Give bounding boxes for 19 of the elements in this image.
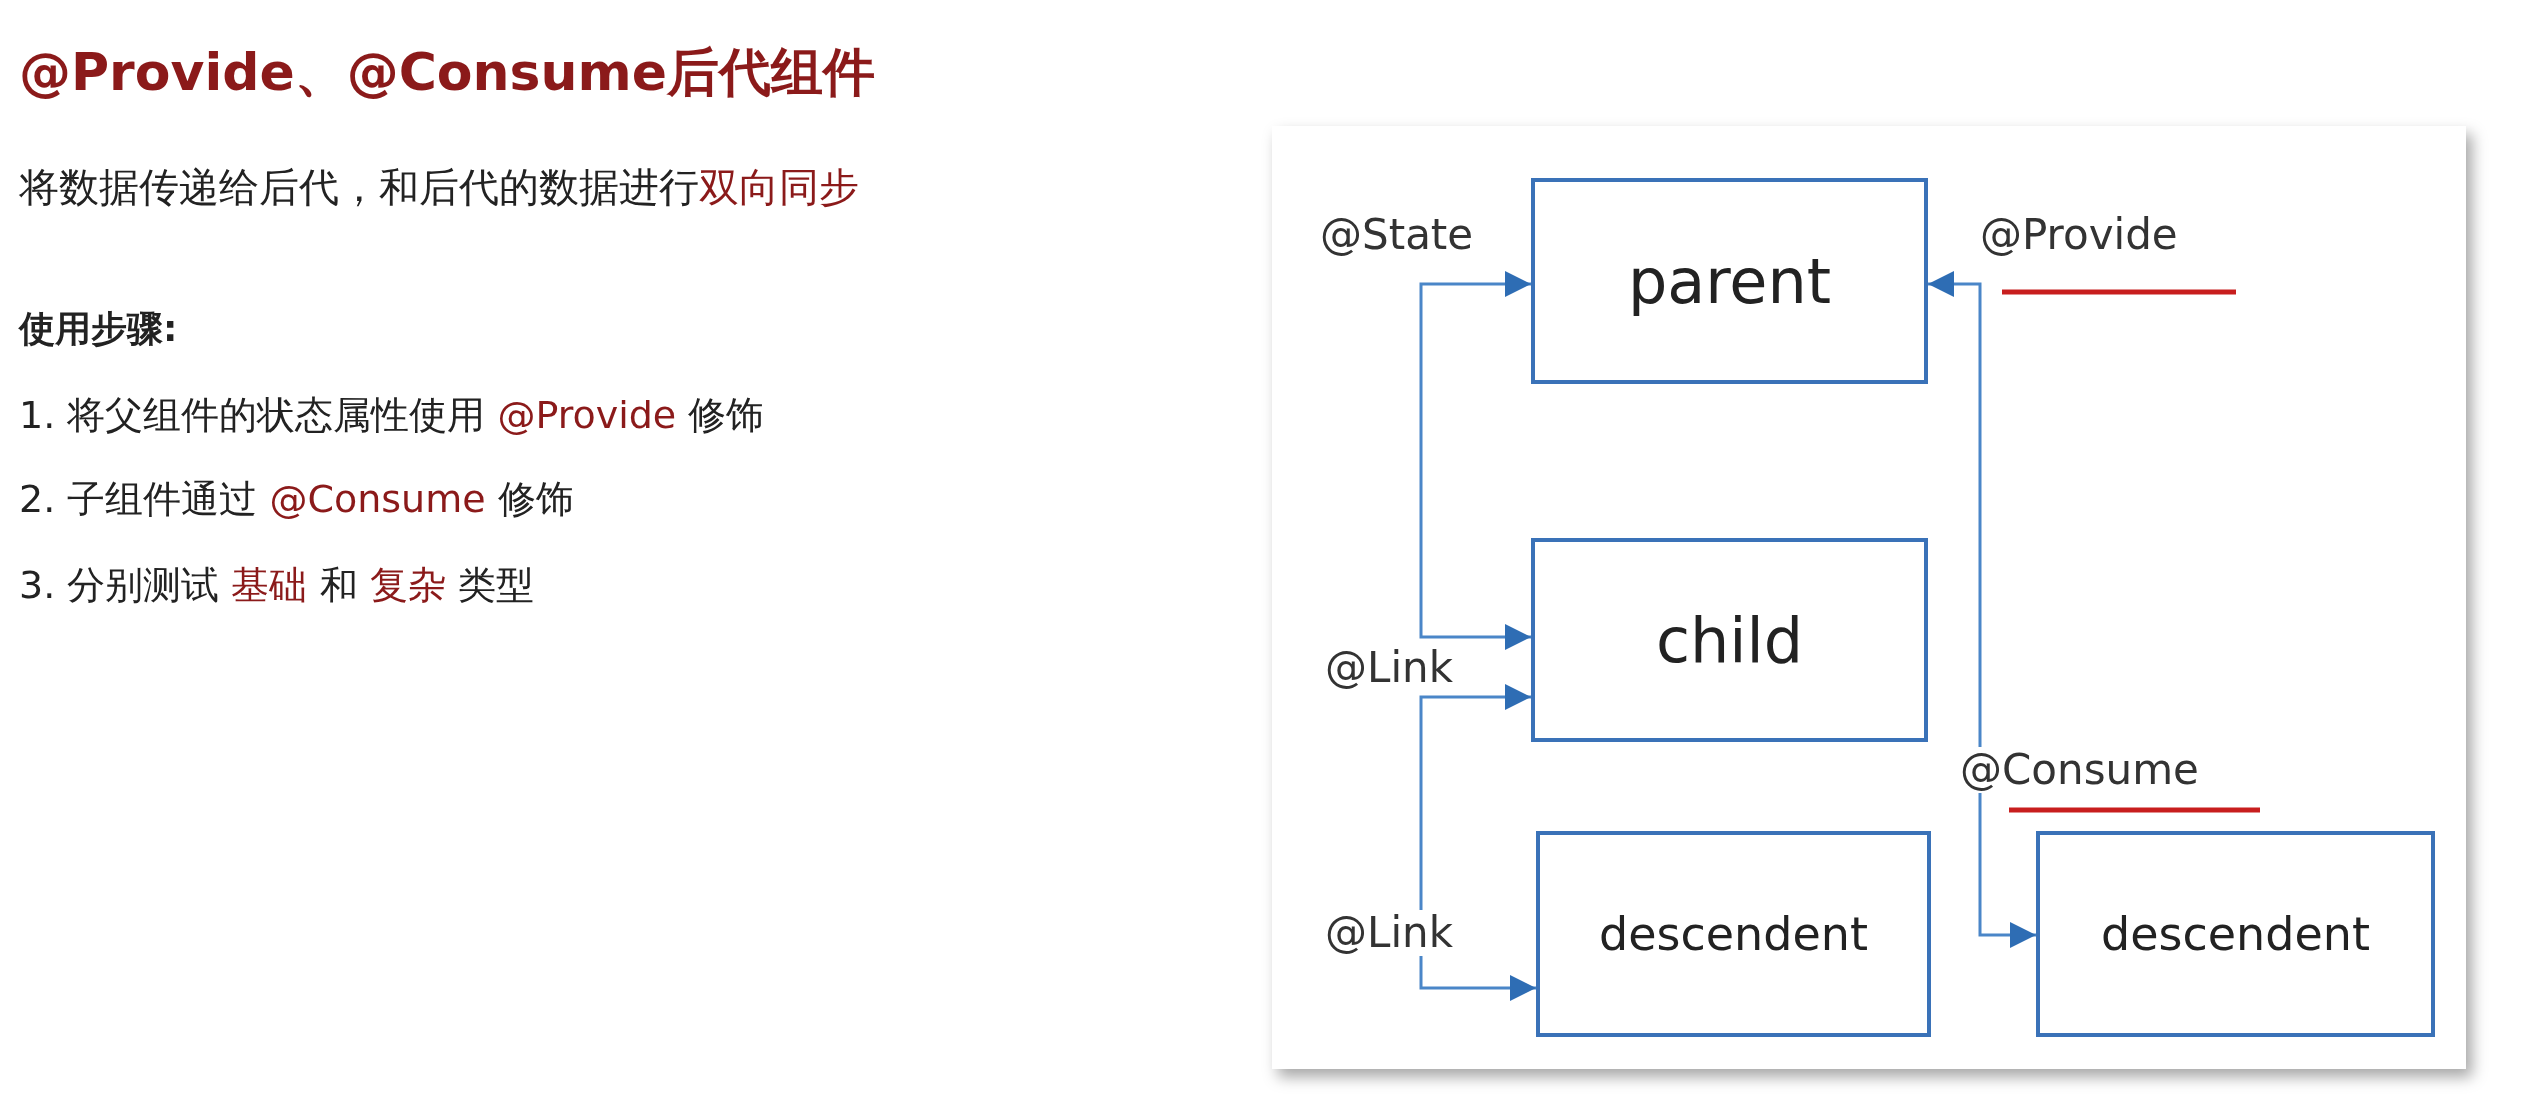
component-name: descendent — [1599, 907, 1868, 961]
slide-title: @Provide、@Consume后代组件 — [19, 41, 876, 104]
step-text: 2. 子组件通过 @Consume 修饰 — [19, 476, 574, 523]
steps-heading: 使用步骤: — [19, 307, 178, 351]
arrow — [1419, 271, 1531, 650]
step-text: 1. 将父组件的状态属性使用 @Provide 修饰 — [19, 392, 765, 439]
step-text: 3. 分别测试 基础 和 复杂 类型 — [19, 562, 534, 609]
subtitle-text: 将数据传递给后代，和后代的数据进行双向同步 — [19, 163, 859, 212]
arrow — [1419, 684, 1536, 1001]
decorator-label: @Link — [1325, 910, 1453, 957]
component-name: parent — [1627, 244, 1832, 318]
component-box — [1531, 538, 1928, 742]
arrow — [1928, 271, 2036, 948]
decorator-label: @Consume — [1960, 747, 2199, 794]
component-box — [1531, 178, 1928, 384]
component-box — [2036, 831, 2435, 1037]
component-name: descendent — [2101, 907, 2370, 961]
component-name: child — [1655, 603, 1804, 677]
component-box — [1536, 831, 1931, 1037]
